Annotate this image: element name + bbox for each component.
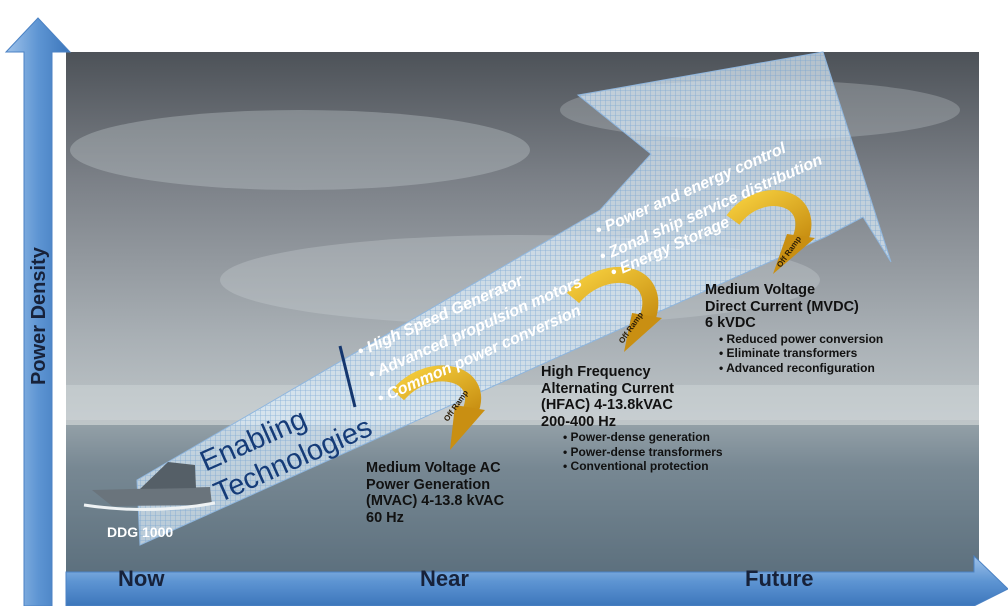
stage-mvdc: Medium Voltage Direct Current (MVDC) 6 k… bbox=[705, 282, 884, 375]
ship-label: DDG 1000 bbox=[107, 524, 174, 540]
timeline-near: Near bbox=[420, 566, 469, 591]
timeline-now: Now bbox=[118, 566, 165, 591]
mvdc-bullet: • Reduced power conversion bbox=[719, 331, 884, 346]
mvdc-bullet: • Advanced reconfiguration bbox=[719, 360, 875, 375]
enabling-technologies-arrow bbox=[136, 51, 892, 546]
off-ramp-1 bbox=[391, 365, 485, 450]
hfac-bullet: • Conventional protection bbox=[563, 459, 709, 473]
hfac-bullet: • Power-dense transformers bbox=[563, 444, 723, 459]
off-ramp-3 bbox=[726, 190, 815, 274]
stage-hfac: High Frequency Alternating Current (HFAC… bbox=[541, 364, 723, 473]
off-ramp-2 bbox=[566, 267, 662, 352]
cloud bbox=[70, 110, 530, 190]
ship-ddg1000 bbox=[83, 462, 216, 512]
timeline-future: Future bbox=[745, 566, 814, 591]
hfac-bullet: • Power-dense generation bbox=[563, 430, 710, 444]
power-density-axis-arrow bbox=[4, 17, 72, 606]
y-axis-label: Power Density bbox=[28, 247, 50, 385]
divider-bar bbox=[338, 345, 357, 408]
mvdc-bullet: • Eliminate transformers bbox=[719, 346, 858, 360]
horizon-haze bbox=[66, 385, 979, 420]
stage-mvac: Medium Voltage AC Power Generation (MVAC… bbox=[366, 460, 505, 526]
time-axis-arrow bbox=[65, 554, 1008, 606]
